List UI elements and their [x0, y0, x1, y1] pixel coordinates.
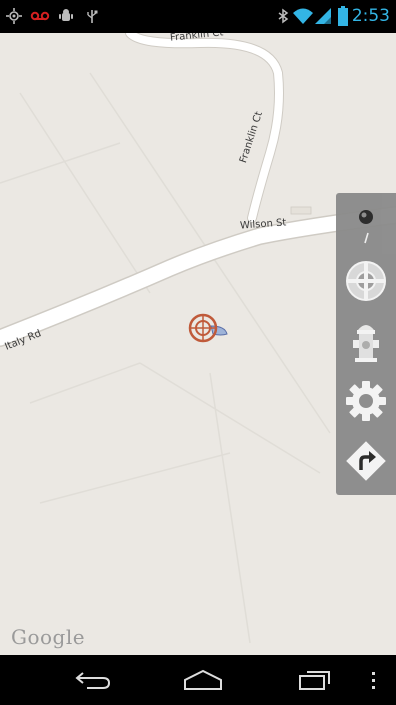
overflow-menu-icon: [372, 672, 375, 689]
directions-button[interactable]: [342, 437, 390, 485]
compass-icon: [359, 210, 373, 244]
back-button[interactable]: [68, 665, 118, 695]
gps-icon: [6, 8, 22, 24]
back-icon: [75, 672, 111, 689]
settings-gear-icon: [346, 381, 386, 421]
fire-hydrant-button[interactable]: [342, 317, 390, 365]
usb-icon: [87, 10, 98, 23]
overflow-menu-button[interactable]: [356, 665, 392, 695]
status-time: 2:53: [351, 6, 390, 26]
status-bar: 2:53: [0, 0, 396, 33]
signal-icon: [315, 8, 331, 24]
fire-hydrant-icon: [353, 325, 379, 362]
compass-button[interactable]: [342, 201, 390, 249]
bluetooth-icon: [278, 8, 289, 24]
home-icon: [184, 669, 222, 690]
crosshair-icon: [346, 261, 386, 301]
battery-icon: [338, 6, 348, 26]
google-attribution: Google: [11, 625, 86, 649]
directions-icon: [346, 441, 386, 481]
wifi-icon: [293, 8, 313, 24]
location-marker-icon[interactable]: [185, 312, 229, 348]
recent-apps-icon: [299, 671, 330, 690]
crosshair-button[interactable]: [342, 257, 390, 305]
tool-panel: [336, 193, 396, 495]
voicemail-icon: [30, 11, 50, 21]
android-debug-icon: [59, 9, 73, 21]
navigation-bar: [0, 655, 396, 705]
home-button[interactable]: [178, 665, 228, 695]
recent-apps-button[interactable]: [290, 665, 340, 695]
map-view[interactable]: Franklin Ct Franklin Ct Wilson St Italy …: [0, 33, 396, 655]
map-roads: [0, 33, 396, 644]
settings-button[interactable]: [342, 377, 390, 425]
